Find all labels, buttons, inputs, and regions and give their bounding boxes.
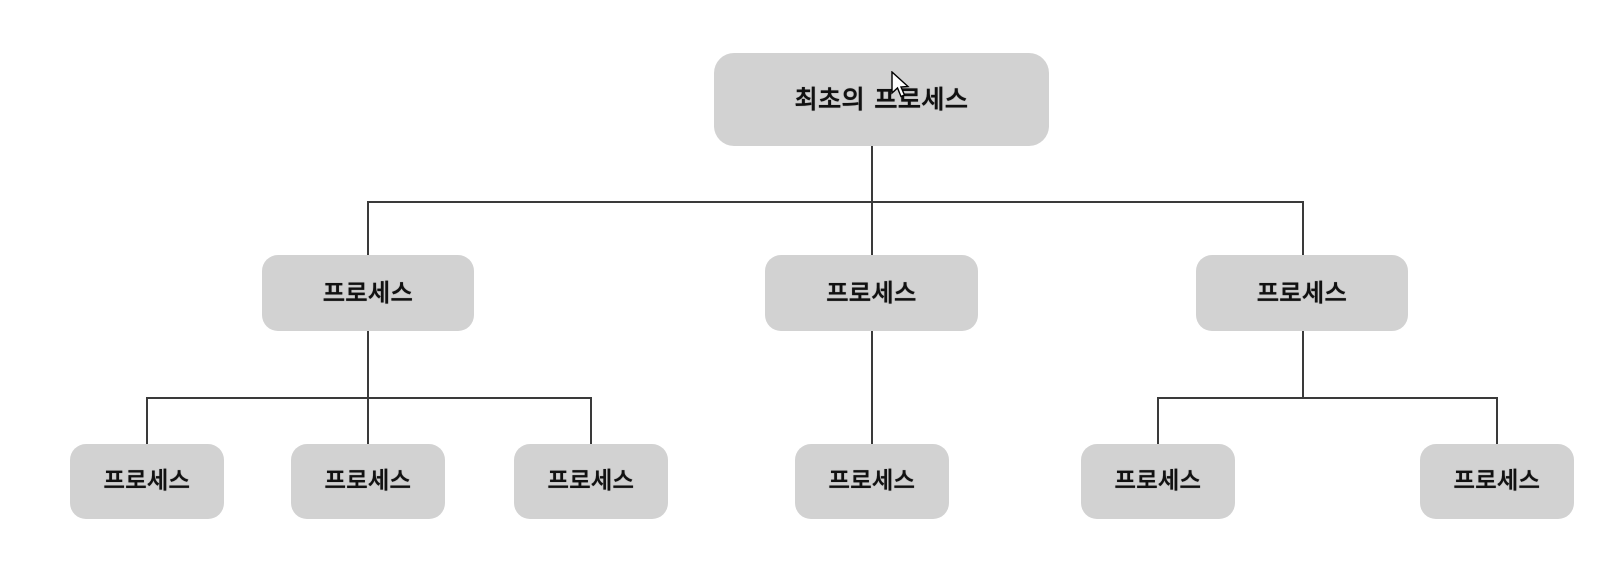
node-leaf-process-6[interactable]: 프로세스 xyxy=(1420,444,1574,519)
node-leaf-label-3: 프로세스 xyxy=(547,468,635,494)
edge-middle-branch-drop xyxy=(871,330,873,445)
edge-right-branch-drop xyxy=(1302,330,1304,398)
edge-leaf-riser-6 xyxy=(1496,397,1498,445)
node-level2-label-2: 프로세스 xyxy=(826,279,917,307)
node-leaf-label-4: 프로세스 xyxy=(828,468,916,494)
node-leaf-process-4[interactable]: 프로세스 xyxy=(795,444,949,519)
node-level2-label-1: 프로세스 xyxy=(322,279,414,307)
edge-root-drop xyxy=(871,145,873,203)
node-level2-process-1[interactable]: 프로세스 xyxy=(262,255,474,331)
edge-level2-riser-right xyxy=(1302,201,1304,256)
node-level2-label-3: 프로세스 xyxy=(1256,279,1348,307)
node-root-process[interactable]: 최초의 프로세스 xyxy=(714,53,1049,146)
node-leaf-label-1: 프로세스 xyxy=(103,468,191,494)
edge-level2-riser-left xyxy=(367,201,369,256)
node-leaf-label-5: 프로세스 xyxy=(1114,468,1202,494)
edge-level2-riser-middle xyxy=(871,201,873,256)
edge-left-branch-drop xyxy=(367,330,369,398)
node-leaf-process-5[interactable]: 프로세스 xyxy=(1081,444,1235,519)
node-leaf-process-3[interactable]: 프로세스 xyxy=(514,444,668,519)
edge-leaf-riser-2 xyxy=(367,397,369,445)
edge-leaf-riser-5 xyxy=(1157,397,1159,445)
node-leaf-label-6: 프로세스 xyxy=(1453,468,1541,494)
edge-right-branch-bus xyxy=(1157,397,1497,399)
edge-leaf-riser-3 xyxy=(590,397,592,445)
node-root-label: 최초의 프로세스 xyxy=(794,85,969,114)
node-level2-process-3[interactable]: 프로세스 xyxy=(1196,255,1408,331)
node-level2-process-2[interactable]: 프로세스 xyxy=(765,255,978,331)
edge-level2-bus xyxy=(367,201,1304,203)
node-leaf-process-2[interactable]: 프로세스 xyxy=(291,444,445,519)
edge-leaf-riser-1 xyxy=(146,397,148,445)
node-leaf-label-2: 프로세스 xyxy=(324,468,412,494)
node-leaf-process-1[interactable]: 프로세스 xyxy=(70,444,224,519)
